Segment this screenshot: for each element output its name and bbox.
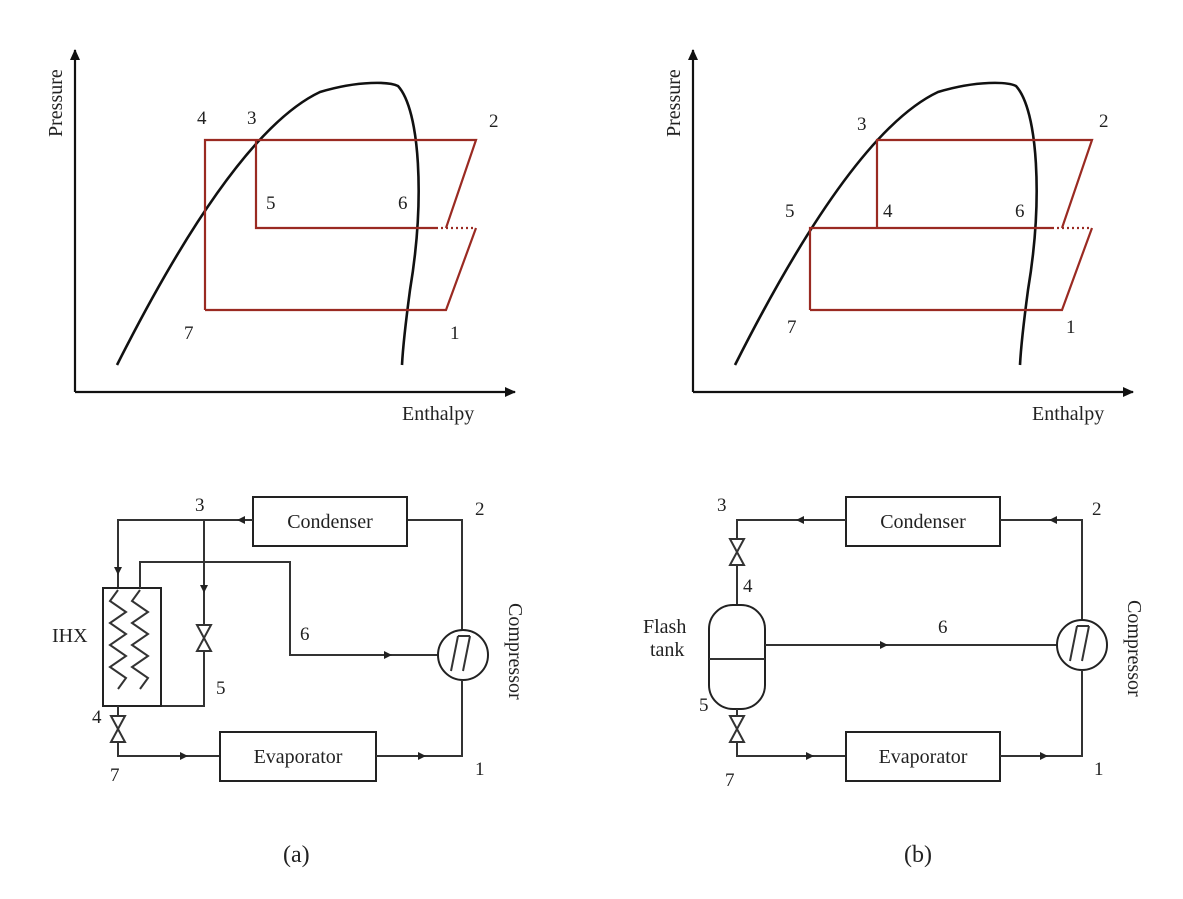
- pipe-comp-to-cond-a: [407, 519, 463, 635]
- sch-point-7-a: 7: [110, 765, 120, 786]
- expansion-valve-top-b: [728, 538, 746, 566]
- flash-tank-label-2-b: tank: [650, 639, 684, 661]
- ihx-label-a: IHX: [52, 625, 88, 647]
- ph-point-5-b: 5: [785, 201, 795, 222]
- ph-point-4-a: 4: [197, 108, 207, 129]
- sch-point-1-b: 1: [1094, 759, 1104, 780]
- sch-point-7-b: 7: [725, 770, 735, 791]
- flow-arrow-to-evap-a: [180, 752, 188, 760]
- sch-point-4-b: 4: [743, 576, 753, 597]
- sch-point-2-a: 2: [475, 499, 485, 520]
- flow-arrow-to-evap-b: [806, 752, 814, 760]
- ph-point-7-a: 7: [184, 323, 194, 344]
- saturation-dome-b: [733, 81, 1038, 366]
- cycle-line-lp-a: [205, 227, 478, 312]
- pipe-to-evap-b: [736, 742, 846, 757]
- flow-arrow-ihx-in-a: [114, 567, 122, 575]
- ph-diagram-a: Pressure Enthalpy 4 3 2 5 6 7 1: [45, 49, 516, 425]
- condenser-label-a: Condenser: [287, 511, 373, 533]
- cycle-line-hp-a: [203, 138, 478, 310]
- compressor-b: [1056, 619, 1108, 671]
- ph-point-6-a: 6: [398, 193, 408, 214]
- ph-point-3-b: 3: [857, 114, 867, 135]
- condenser-box-a: [252, 496, 408, 547]
- sch-point-6-b: 6: [938, 617, 948, 638]
- y-axis-label-a: Pressure: [45, 69, 67, 137]
- compressor-symbol-b: [1069, 625, 1090, 662]
- evaporator-box-a: [219, 731, 377, 782]
- ihx-coil-left-a: [108, 589, 128, 690]
- ph-point-1-b: 1: [1066, 317, 1076, 338]
- x-axis-label-b: Enthalpy: [1032, 403, 1104, 425]
- cycle-line-ip-a: [254, 140, 436, 230]
- cycle-line-hp-b: [875, 138, 1094, 229]
- compressor-label-b: Compressor: [1123, 600, 1145, 697]
- flash-tank-b: [708, 604, 766, 710]
- flow-arrow-to-comp-a: [384, 651, 392, 659]
- evaporator-label-a: Evaporator: [254, 746, 343, 768]
- condenser-label-b: Condenser: [880, 511, 966, 533]
- flow-arrow-comp-out-b: [1049, 516, 1057, 524]
- cycle-line-lp-b: [810, 227, 1094, 312]
- pipe-comp-to-cond-b: [1014, 519, 1083, 635]
- sch-point-1-a: 1: [475, 759, 485, 780]
- pipe-evap-to-comp-b: [1000, 670, 1083, 757]
- schematic-b: Condenser Flash tank Compressor Evaporat…: [643, 495, 1145, 791]
- sch-point-5-a: 5: [216, 678, 226, 699]
- x-axis-label-a: Enthalpy: [402, 403, 474, 425]
- sch-point-3-a: 3: [195, 495, 205, 516]
- caption-a: (a): [283, 842, 310, 868]
- flow-arrow-branch-a: [200, 585, 208, 593]
- cycle-line-ip-b: [808, 226, 1052, 310]
- ph-diagram-b: Pressure Enthalpy 3 2 5 4 6 7 1: [663, 49, 1134, 425]
- pipe-ihx-to-comp-a: [139, 561, 440, 656]
- ph-point-1-a: 1: [450, 323, 460, 344]
- pipe-cond-to-ihx-a: [117, 519, 253, 588]
- y-axis-label-b: Pressure: [663, 69, 685, 137]
- condenser-box-b: [845, 496, 1001, 547]
- evaporator-label-b: Evaporator: [879, 746, 968, 768]
- compressor-symbol-a: [450, 635, 471, 672]
- pipe-evap-to-comp-a: [376, 680, 463, 757]
- sch-point-5-b: 5: [699, 695, 709, 716]
- schematic-a: Condenser IHX Compressor Evaporator 3 2: [52, 495, 526, 786]
- compressor-label-a: Compressor: [504, 603, 526, 700]
- ph-point-6-b: 6: [1015, 201, 1025, 222]
- evaporator-box-b: [845, 731, 1001, 782]
- saturation-dome-a: [115, 81, 420, 366]
- ph-point-3-a: 3: [247, 108, 257, 129]
- expansion-valve-branch-a: [195, 624, 213, 652]
- expansion-valve-bottom-b: [728, 715, 746, 743]
- flow-arrow-evap-out-a: [418, 752, 426, 760]
- compressor-a: [437, 629, 489, 681]
- ph-point-5-a: 5: [266, 193, 276, 214]
- flash-tank-label-1-b: Flash: [643, 616, 686, 638]
- ph-point-2-a: 2: [489, 111, 499, 132]
- expansion-valve-main-a: [109, 715, 127, 743]
- sch-point-6-a: 6: [300, 624, 310, 645]
- ihx-coil-right-a: [130, 589, 150, 690]
- sch-point-3-b: 3: [717, 495, 727, 516]
- sch-point-2-b: 2: [1092, 499, 1102, 520]
- ph-point-2-b: 2: [1099, 111, 1109, 132]
- pipe-cond-to-valve-b: [736, 519, 846, 539]
- ph-point-4-b: 4: [883, 201, 893, 222]
- caption-b: (b): [904, 842, 932, 868]
- ph-point-7-b: 7: [787, 317, 797, 338]
- sch-point-4-a: 4: [92, 707, 102, 728]
- flow-arrow-to-comp-b: [880, 641, 888, 649]
- flow-arrow-cond-out-b: [796, 516, 804, 524]
- pipe-to-evap-a: [117, 742, 220, 757]
- flow-arrow-cond-out-a: [237, 516, 245, 524]
- flow-arrow-evap-out-b: [1040, 752, 1048, 760]
